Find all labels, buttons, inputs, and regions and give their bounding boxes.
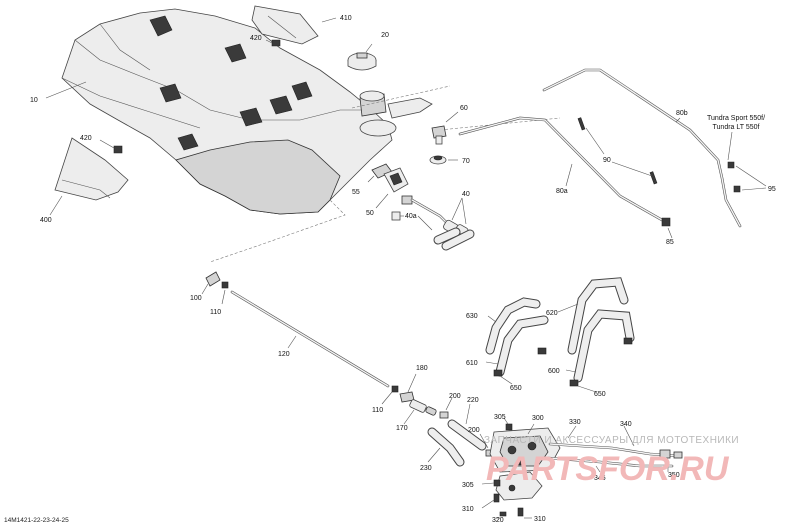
- callout-label: 20: [381, 32, 389, 39]
- clips-90: [577, 117, 658, 185]
- fuel-lines-right: [546, 442, 683, 468]
- valve-170: [409, 399, 437, 416]
- callout-label: 60: [460, 105, 468, 112]
- hose-220: [447, 419, 487, 451]
- callout-label: 80b: [676, 110, 688, 117]
- callout-label: 305: [462, 482, 474, 489]
- hose-610: [495, 315, 549, 377]
- hose-630: [485, 297, 541, 355]
- fuel-line-80b: [542, 68, 742, 228]
- clamp-110: [221, 281, 229, 289]
- pump-assembly: [489, 427, 561, 473]
- model-note-line1: Tundra Sport 550f/: [707, 115, 765, 122]
- callout-label: 420: [250, 35, 262, 42]
- clamp-110b: [391, 385, 399, 393]
- callout-label: 200: [449, 393, 461, 400]
- callout-label: 110: [210, 309, 221, 316]
- callout-label: 310: [534, 516, 546, 523]
- fuel-pump: [383, 167, 409, 193]
- callout-label: 630: [466, 313, 478, 320]
- fuel-line-120: [230, 290, 390, 388]
- callout-label: 650: [510, 385, 522, 392]
- callout-label: 340: [620, 421, 632, 428]
- hose-230: [427, 427, 465, 467]
- watermark-logo: PARTSFOR.RU: [486, 450, 730, 488]
- callout-label: 600: [548, 368, 560, 375]
- note-box: [391, 211, 401, 221]
- model-note-line2: Tundra LT 550f: [713, 124, 760, 131]
- callout-label: 420: [80, 135, 92, 142]
- callout-label: 300: [532, 415, 544, 422]
- callout-label: 610: [466, 360, 478, 367]
- callout-label: 90: [603, 157, 611, 164]
- callout-label: 200: [468, 427, 480, 434]
- fuel-sender: [431, 125, 447, 145]
- callout-label: 220: [467, 397, 479, 404]
- callout-label: 180: [416, 365, 428, 372]
- callout-label: 40: [462, 191, 470, 198]
- callout-label: 410: [340, 15, 352, 22]
- fuel-line-assembly: [410, 198, 475, 251]
- fitting-200a: [439, 411, 449, 419]
- callout-label: 650: [594, 391, 606, 398]
- bracket: [495, 471, 543, 501]
- callout-label: 10: [30, 97, 38, 104]
- callout-label: 620: [546, 310, 558, 317]
- fuel-cap: [347, 52, 377, 71]
- callout-label: 330: [569, 419, 581, 426]
- fuel-line-80a: [458, 116, 664, 222]
- callout-label: 80a: [556, 188, 568, 195]
- callout-label: 230: [420, 465, 432, 472]
- side-shield: [54, 137, 129, 201]
- callout-label: 85: [666, 239, 674, 246]
- callout-label: 55: [352, 189, 360, 196]
- callout-label: 400: [40, 217, 52, 224]
- grommet: [429, 155, 447, 165]
- callout-label: 120: [278, 351, 290, 358]
- callout-label: 350: [668, 472, 680, 479]
- callout-label: 70: [462, 158, 470, 165]
- callout-label: 110: [372, 407, 383, 414]
- watermark-text: ЗАПЧАСТИ И АКСЕССУАРЫ ДЛЯ МОТОТЕХНИКИ: [484, 435, 739, 446]
- callout-label: 100: [190, 295, 202, 302]
- hose-600: [573, 309, 635, 383]
- callout-label: 320: [492, 517, 504, 524]
- callout-label: 50: [366, 210, 374, 217]
- callout-label: 305: [494, 414, 506, 421]
- callout-label: 40a: [405, 213, 417, 220]
- fitting-100: [205, 271, 221, 287]
- callout-label: 95: [768, 186, 776, 193]
- heat-shield: [251, 5, 319, 45]
- drawing-code: 14M1421-22-23-24-25: [4, 517, 69, 524]
- fuel-tank: [61, 8, 433, 215]
- hose-620: [567, 277, 629, 355]
- callout-label: 170: [396, 425, 408, 432]
- callout-label: 345: [594, 475, 606, 482]
- callout-label: 310: [462, 506, 474, 513]
